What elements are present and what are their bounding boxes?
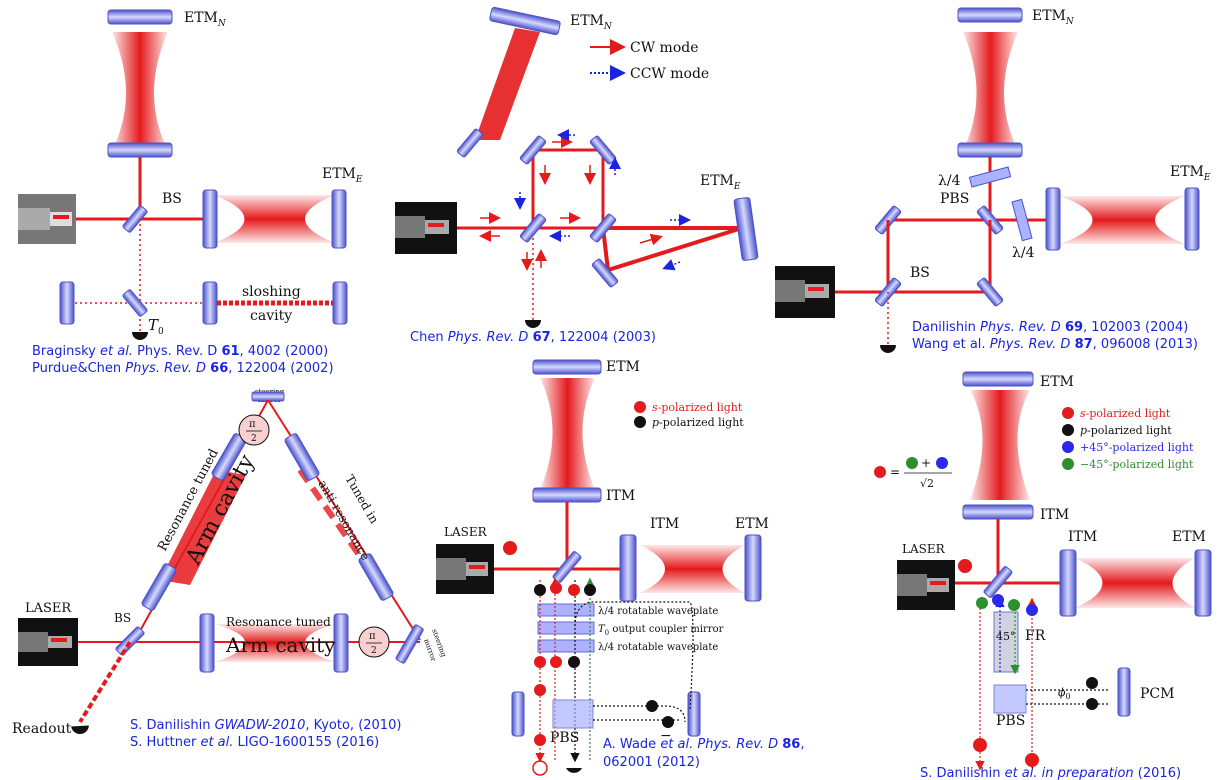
svg-text:s-polarized light: s-polarized light	[1080, 407, 1171, 420]
panel-2: ETMN CW mode CCW mode ETME Chen Phys. Re…	[395, 6, 759, 345]
svg-text:−45°-polarized light: −45°-polarized light	[1080, 458, 1194, 471]
mirror-bs-1	[122, 205, 148, 233]
label-bs-1: BS	[162, 191, 182, 207]
label-lambda4-north: λ/4	[938, 173, 961, 189]
label-bs-3: BS	[910, 265, 930, 281]
panel-1: ETMN BS ETME sloshing cavity T0 Braginsk…	[18, 9, 363, 376]
laser-1	[18, 194, 76, 244]
label-etm-e-3: ETME	[1170, 164, 1211, 183]
citation-purdue-chen: Purdue&Chen Phys. Rev. D 66, 122004 (200…	[32, 361, 334, 376]
label-arm-cavity-bottom: Arm cavity	[225, 633, 336, 657]
mirror-etm-e-3	[1184, 187, 1200, 251]
beam-triangle-north	[475, 28, 540, 140]
mirror-sloshing-left	[59, 281, 75, 325]
label-etm-n: ETMN	[184, 10, 227, 29]
label-etm-top-6: ETM	[1040, 374, 1074, 390]
label-waveplate-1: λ/4 rotatable waveplate	[598, 606, 718, 617]
label-readout: Readout	[12, 721, 72, 737]
waveplate-east	[1011, 198, 1033, 242]
photodetector-1	[132, 332, 148, 340]
label-waveplate-2: λ/4 rotatable waveplate	[598, 642, 718, 653]
beam-triangle-east	[600, 226, 743, 273]
mirror-etm-n-2	[489, 6, 561, 36]
citation-braginsky: Braginsky et al. Phys. Rev. D 61, 4002 (…	[32, 344, 328, 359]
svg-text:π: π	[369, 631, 376, 642]
label-pbs-3: PBS	[940, 191, 969, 207]
citation-danilishin-2004: Danilishin Phys. Rev. D 69, 102003 (2004…	[912, 320, 1188, 335]
citation-wade: A. Wade et al. Phys. Rev. D 86,	[603, 737, 805, 752]
mirror-itm-e	[202, 189, 218, 249]
svg-text:+45°-polarized light: +45°-polarized light	[1080, 441, 1194, 454]
label-itm-right-6: ITM	[1068, 529, 1097, 545]
label-itm-right-5: ITM	[650, 516, 679, 532]
label-laser-4: LASER	[25, 601, 72, 616]
mirror-etm-n-3	[957, 7, 1023, 23]
mirror-t0	[122, 289, 148, 317]
label-laser-5: LASER	[444, 525, 488, 539]
label-itm-top-5: ITM	[606, 488, 635, 504]
label-lambda4-east: λ/4	[1012, 245, 1035, 261]
mirror-etm-n	[107, 9, 173, 25]
label-45deg: 45°	[996, 630, 1016, 643]
label-etm-n-2: ETMN	[570, 13, 613, 32]
svg-text:2: 2	[251, 434, 257, 444]
label-output-coupler: T0 output coupler mirror	[598, 624, 724, 637]
label-cavity: cavity	[250, 308, 292, 324]
label-etm-top-5: ETM	[606, 359, 640, 375]
beam-north-arm	[112, 32, 168, 150]
citation-wade-line2: 062001 (2012)	[603, 755, 700, 770]
svg-text:−: −	[660, 728, 672, 744]
svg-text:√2: √2	[920, 477, 934, 490]
mirror-sloshing-right	[332, 281, 348, 325]
label-pbs-6: PBS	[996, 713, 1025, 729]
label-pcm: PCM	[1140, 686, 1174, 702]
label-etm-n-3: ETMN	[1032, 8, 1075, 27]
panel-5: ETM ITM s-polarized light p-polarized li…	[436, 359, 805, 776]
label-bs-4: BS	[114, 611, 131, 625]
mirror-bs-2	[519, 213, 547, 243]
label-etm-right-5: ETM	[735, 516, 769, 532]
citation-danilishin-2016: S. Danilishin et al. in preparation (201…	[920, 766, 1181, 780]
photodetector-2	[525, 320, 541, 328]
label-etm-e: ETME	[322, 166, 363, 185]
citation-chen: Chen Phys. Rev. D 67, 122004 (2003)	[410, 330, 656, 345]
panel-6: ETM ITM s-polarized light p-polarized li…	[874, 371, 1212, 780]
svg-text:+: +	[921, 456, 931, 470]
svg-text:=: =	[890, 465, 900, 479]
panel-3: ETMN λ/4 PBS ETME λ/4 BS Danilishin Phys…	[775, 7, 1211, 353]
svg-text:2: 2	[371, 646, 377, 656]
svg-text:s-polarized light: s-polarized light	[652, 401, 743, 414]
mirror-bs-4	[115, 626, 145, 656]
panel-4: steering mirror Resonance tuned Arm cavi…	[12, 388, 448, 750]
waveplate-north	[968, 166, 1012, 188]
citation-huttner: S. Huttner et al. LIGO-1600155 (2016)	[130, 735, 379, 750]
svg-text:p-polarized light: p-polarized light	[652, 416, 744, 429]
mirror-itm-n	[107, 142, 173, 158]
label-resonance-tuned-bottom: Resonance tuned	[226, 615, 331, 629]
label-sloshing: sloshing	[242, 284, 301, 300]
citation-danilishin-2010: S. Danilishin GWADW-2010, Kyoto, (2010)	[130, 718, 401, 733]
label-etm-e-2: ETME	[700, 173, 741, 192]
label-laser-6: LASER	[902, 542, 946, 556]
label-itm-top-6: ITM	[1040, 507, 1069, 523]
beam-east-arm	[214, 195, 335, 243]
mirror-etm-e-2	[733, 197, 759, 261]
laser-6	[897, 560, 955, 610]
label-fr: FR	[1025, 628, 1046, 644]
mirror-etm-e	[331, 189, 347, 249]
legend-ccw-label: CCW mode	[630, 66, 709, 82]
svg-text:ϕ0: ϕ0	[1058, 686, 1071, 701]
laser-5	[436, 544, 494, 594]
legend-cw-label: CW mode	[630, 40, 699, 56]
label-etm-right-6: ETM	[1172, 529, 1206, 545]
citation-wang: Wang et al. Phys. Rev. D 87, 096008 (201…	[912, 337, 1198, 352]
label-t0: T0	[148, 316, 164, 337]
svg-text:π: π	[249, 419, 256, 430]
svg-text:p-polarized light: p-polarized light	[1080, 424, 1172, 437]
mirror-sloshing-mid	[202, 281, 218, 325]
label-pbs-5: PBS	[550, 730, 579, 746]
